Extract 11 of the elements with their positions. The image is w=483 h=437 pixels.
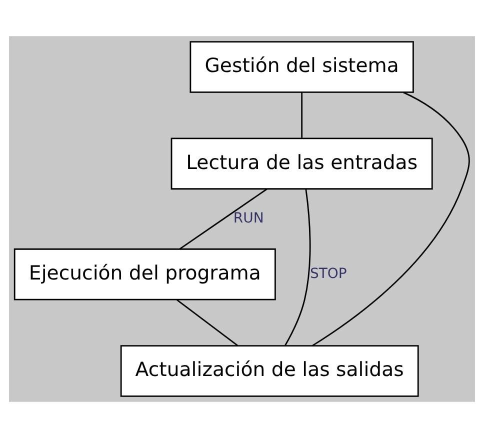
connector bbox=[284, 188, 310, 346]
connector bbox=[178, 188, 267, 250]
connector bbox=[300, 92, 302, 138]
connector bbox=[312, 91, 470, 346]
node-box: Actualización de las salidas bbox=[120, 344, 418, 396]
node-box: Gestión del sistema bbox=[189, 40, 414, 92]
node-box: Ejecución del programa bbox=[13, 248, 276, 300]
edge-label: STOP bbox=[309, 265, 346, 282]
connector bbox=[176, 298, 238, 346]
edge-label: RUN bbox=[232, 210, 264, 226]
node-box: Lectura de las entradas bbox=[170, 137, 432, 190]
